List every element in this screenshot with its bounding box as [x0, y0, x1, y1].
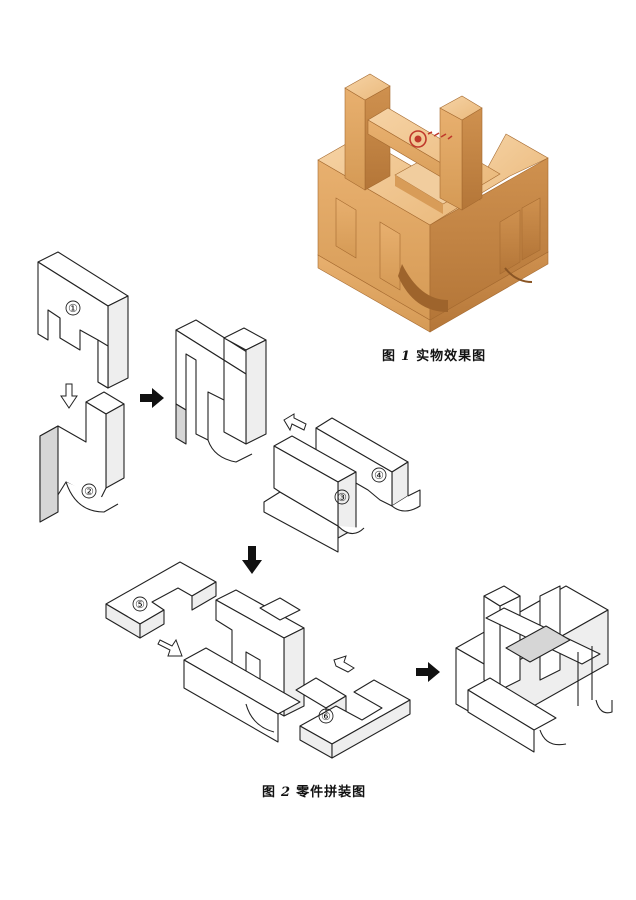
assembly-step-1-2-wireframe — [175, 319, 267, 463]
part-2-wireframe: ② — [39, 391, 125, 523]
part-5-label: ⑤ — [135, 598, 145, 611]
part-4-wireframe: ④ — [315, 417, 421, 512]
part-2-label: ② — [84, 485, 94, 498]
figure-2-prefix: 图 — [262, 785, 277, 800]
hollow-arrow-down-icon — [60, 383, 78, 409]
solid-arrow-down-icon — [242, 546, 262, 574]
hollow-arrow-right-down-icon — [157, 638, 183, 657]
figure-1-number: 1 — [401, 349, 412, 364]
part-1-label: ① — [68, 302, 78, 315]
figure-2-title: 零件拼装图 — [296, 785, 367, 800]
hollow-arrow-left-up-icon — [333, 655, 355, 673]
part-3-label: ③ — [337, 491, 347, 504]
seal-stamp-icon — [409, 130, 453, 148]
part-6-label: ⑥ — [321, 710, 331, 723]
wooden-puzzle-render — [317, 73, 549, 333]
part-6-wireframe: ⑥ — [299, 679, 411, 759]
figure-2-number: 2 — [281, 785, 292, 800]
hollow-arrow-left-icon — [283, 413, 307, 432]
figure-1-prefix: 图 — [382, 349, 397, 364]
solid-arrow-right-final-icon — [416, 662, 440, 682]
part-5-wireframe: ⑤ — [105, 561, 217, 639]
figure-1-title: 实物效果图 — [416, 349, 487, 364]
part-3-wireframe: ③ — [263, 435, 365, 553]
part-1-wireframe: ① — [37, 251, 129, 389]
final-assembly-wireframe — [455, 585, 613, 753]
assembly-step-1-4-wireframe — [183, 589, 347, 743]
part-4-label: ④ — [374, 469, 384, 482]
solid-arrow-right-icon — [140, 388, 164, 408]
